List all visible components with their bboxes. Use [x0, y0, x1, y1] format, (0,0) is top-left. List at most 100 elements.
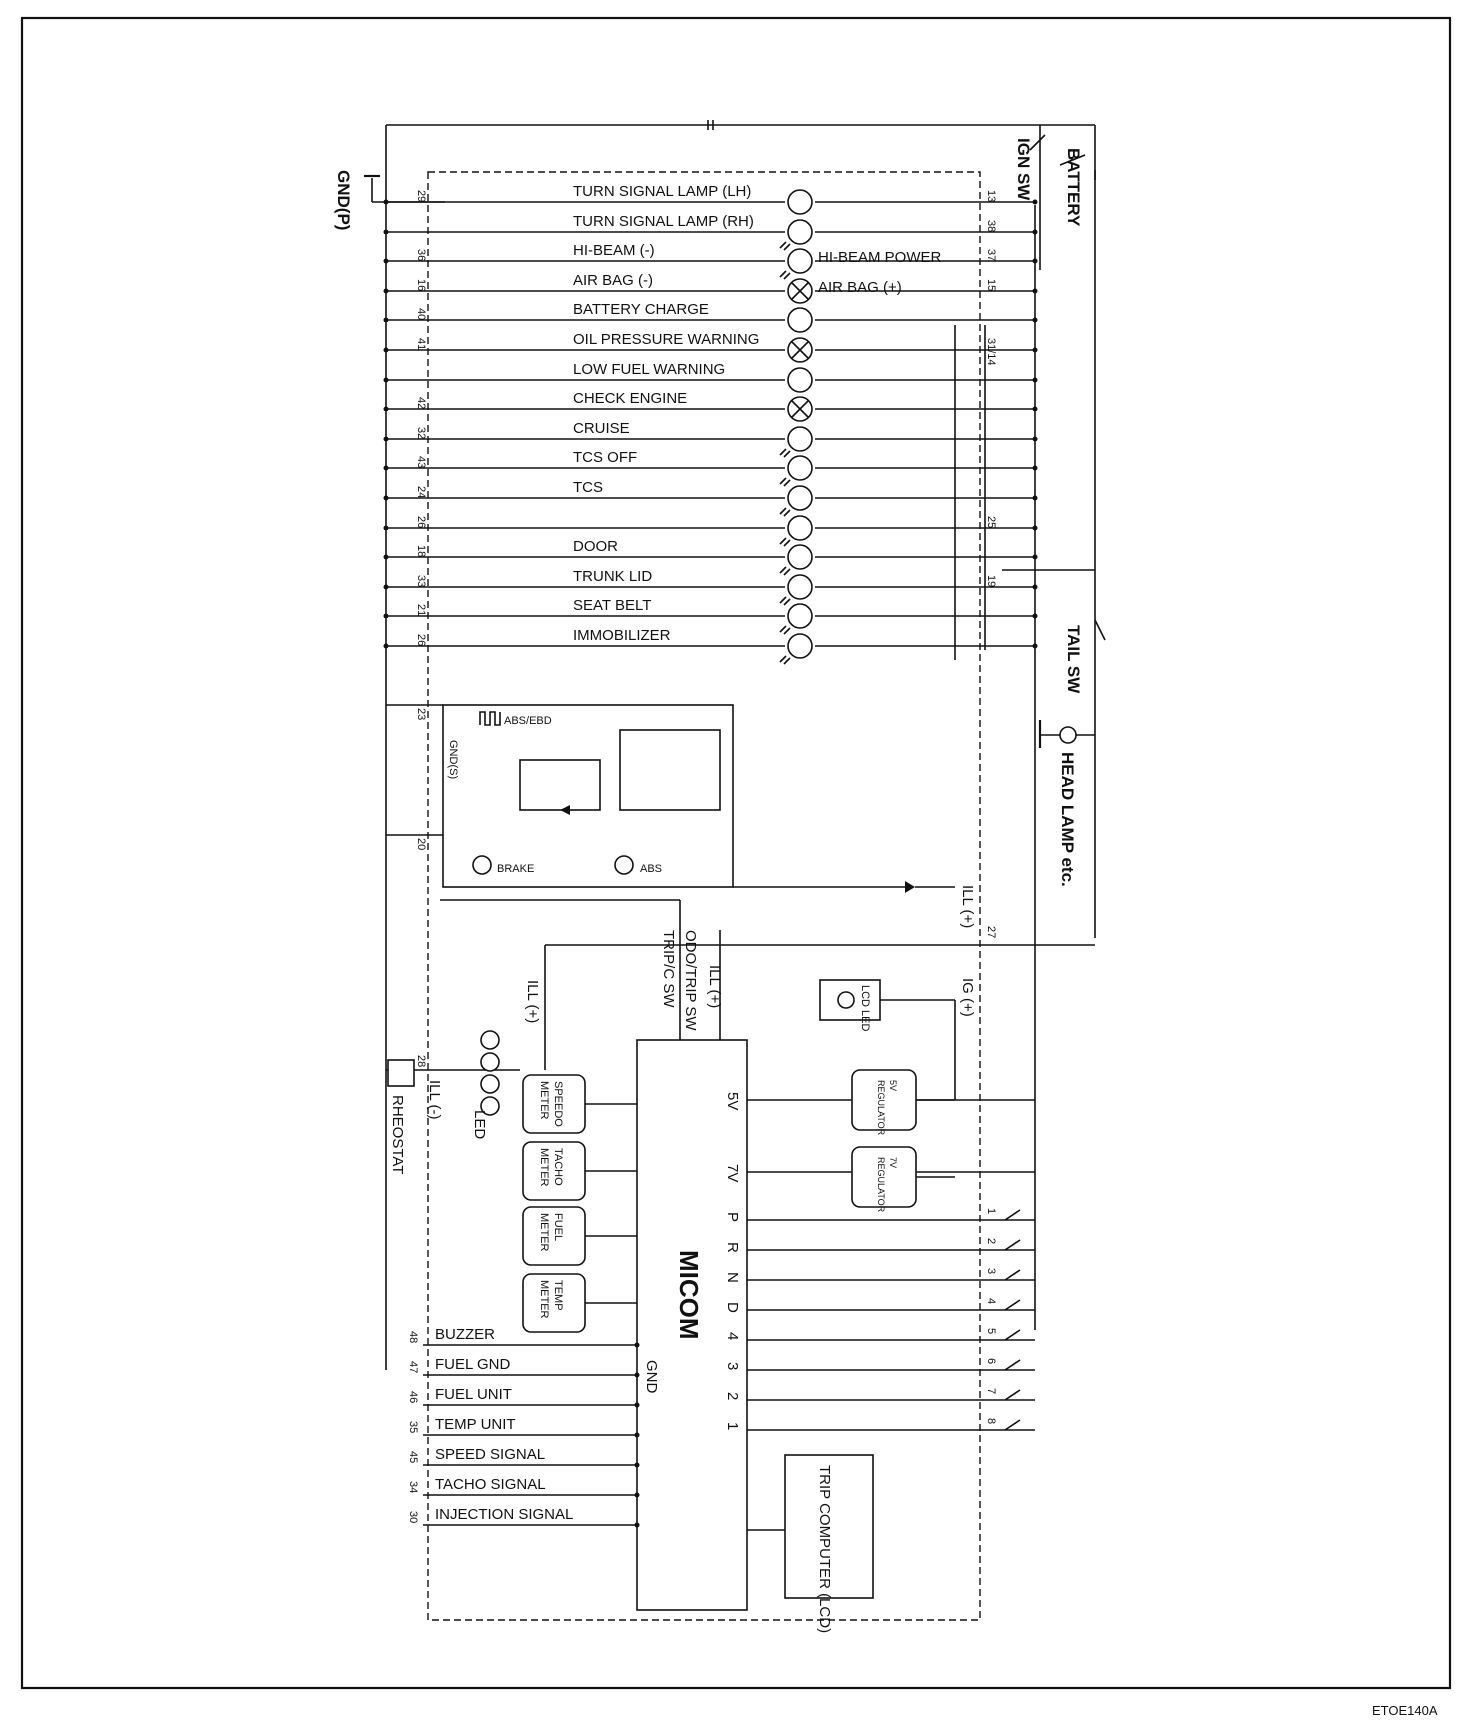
indicator-lamp-icon	[787, 515, 813, 541]
indicator-lamp-icon	[787, 633, 813, 659]
micom-input-label: N	[724, 1272, 741, 1283]
indicator-lamp-icon	[787, 248, 813, 274]
indicator-label: LOW FUEL WARNING	[573, 361, 725, 378]
indicator-lamp-icon	[787, 426, 813, 452]
ill-plus-micom: ILL (+)	[706, 965, 723, 1008]
abs-ebd-label: ABS/EBD	[504, 715, 552, 727]
signal-label: FUEL GND	[435, 1356, 510, 1373]
indicator-label: TRUNK LID	[573, 568, 652, 585]
right-bus	[954, 205, 1095, 1330]
left-pin-number: 26	[415, 634, 427, 646]
indicator-lamp-icon	[787, 544, 813, 570]
micom-input-label: R	[724, 1242, 741, 1253]
rheostat-label: RHEOSTAT	[389, 1095, 406, 1174]
gnd-p-label: GND(P)	[334, 170, 353, 230]
indicator-lamp-icon	[787, 574, 813, 600]
pin-20: 20	[415, 838, 427, 850]
left-pin-number: 33	[415, 575, 427, 587]
left-pin-number: 32	[415, 427, 427, 439]
micom-input-label: 3	[724, 1362, 741, 1370]
signal-pin-number: 48	[407, 1331, 419, 1343]
regulator-label: 5V	[888, 1080, 898, 1091]
left-pin-number: 16	[415, 279, 427, 291]
tail-sw: TAIL SW	[1064, 619, 1106, 694]
indicator-lamp-icon	[787, 603, 813, 629]
left-pin-number: 29	[415, 190, 427, 202]
micom-input-label: 1	[724, 1422, 741, 1430]
indicator-label: IMMOBILIZER	[573, 627, 671, 644]
gnd-s-label: GND(S)	[447, 740, 459, 779]
micom-input-label: 7V	[724, 1164, 741, 1182]
signal-label: TEMP UNIT	[435, 1416, 516, 1433]
indicator-row: CRUISE 32	[383, 420, 1038, 458]
indicator-lamp-icon	[787, 307, 813, 333]
gear-pin-number: 3	[985, 1268, 997, 1274]
indicator-label: TCS	[573, 479, 603, 496]
left-pin-number: 43	[415, 456, 427, 468]
micom-input-label: 4	[724, 1332, 741, 1340]
indicator-row: IMMOBILIZER 26	[383, 627, 1038, 665]
hi-beam-power-label: HI-BEAM POWER	[818, 249, 942, 266]
signal-label: SPEED SIGNAL	[435, 1446, 545, 1463]
ill-plus-left: ILL (+)	[524, 980, 541, 1023]
indicator-label: TURN SIGNAL LAMP (RH)	[573, 213, 754, 230]
right-pin-number: 25	[985, 516, 997, 528]
meter-label: FUEL	[552, 1213, 564, 1241]
gear-pin-number: 7	[985, 1388, 997, 1394]
odo-trip-sw: ODO/TRIP SW	[682, 930, 699, 1031]
battery-circuit: BATTERY IGN SW	[385, 120, 1096, 1370]
indicator-label: CRUISE	[573, 420, 630, 437]
head-lamp: HEAD LAMP etc.	[1038, 720, 1095, 887]
indicator-lamp-icon	[787, 367, 813, 393]
indicator-row: LOW FUEL WARNING	[383, 361, 1038, 393]
micom-input-label: P	[724, 1212, 741, 1222]
right-pin-number: 31/14	[985, 338, 997, 366]
signal-pin-number: 45	[407, 1451, 419, 1463]
indicator-label: OIL PRESSURE WARNING	[573, 331, 759, 348]
indicator-label: CHECK ENGINE	[573, 390, 687, 407]
right-pin-number: 15	[985, 279, 997, 291]
regulator-label: 7V	[888, 1157, 898, 1168]
abs-label: ABS	[640, 863, 662, 875]
signal-label: BUZZER	[435, 1326, 495, 1343]
meter-label: SPEEDO	[552, 1081, 564, 1127]
indicator-label: DOOR	[573, 538, 618, 555]
micom-label: MICOM	[674, 1250, 704, 1340]
meter-label: TACHO	[552, 1148, 564, 1186]
right-pin-number: 19	[985, 575, 997, 587]
gear-pin-number: 4	[985, 1298, 997, 1304]
left-pin-number: 36	[415, 249, 427, 261]
signal-line: 45 SPEED SIGNAL	[407, 1446, 640, 1468]
signal-pin-number: 35	[407, 1421, 419, 1433]
figure-code: ETOE140A	[1372, 1703, 1438, 1718]
trip-computer: TRIP COMPUTER (LCD)	[747, 1454, 874, 1633]
signal-label: FUEL UNIT	[435, 1386, 512, 1403]
indicator-lamp-icon	[787, 485, 813, 511]
micom-gnd-label: GND	[643, 1360, 660, 1394]
micom-input-label: 2	[724, 1392, 741, 1400]
meter-label: METER	[538, 1213, 550, 1252]
regulator-label: REGULATOR	[876, 1157, 886, 1213]
trip-c-sw: TRIP/C SW	[660, 930, 677, 1008]
meter-label: TEMP	[552, 1280, 564, 1311]
right-pin-number: 13	[985, 190, 997, 202]
left-pin-number: 42	[415, 397, 427, 409]
left-pin-number: 26	[415, 516, 427, 528]
right-pin-number: 37	[985, 249, 997, 261]
